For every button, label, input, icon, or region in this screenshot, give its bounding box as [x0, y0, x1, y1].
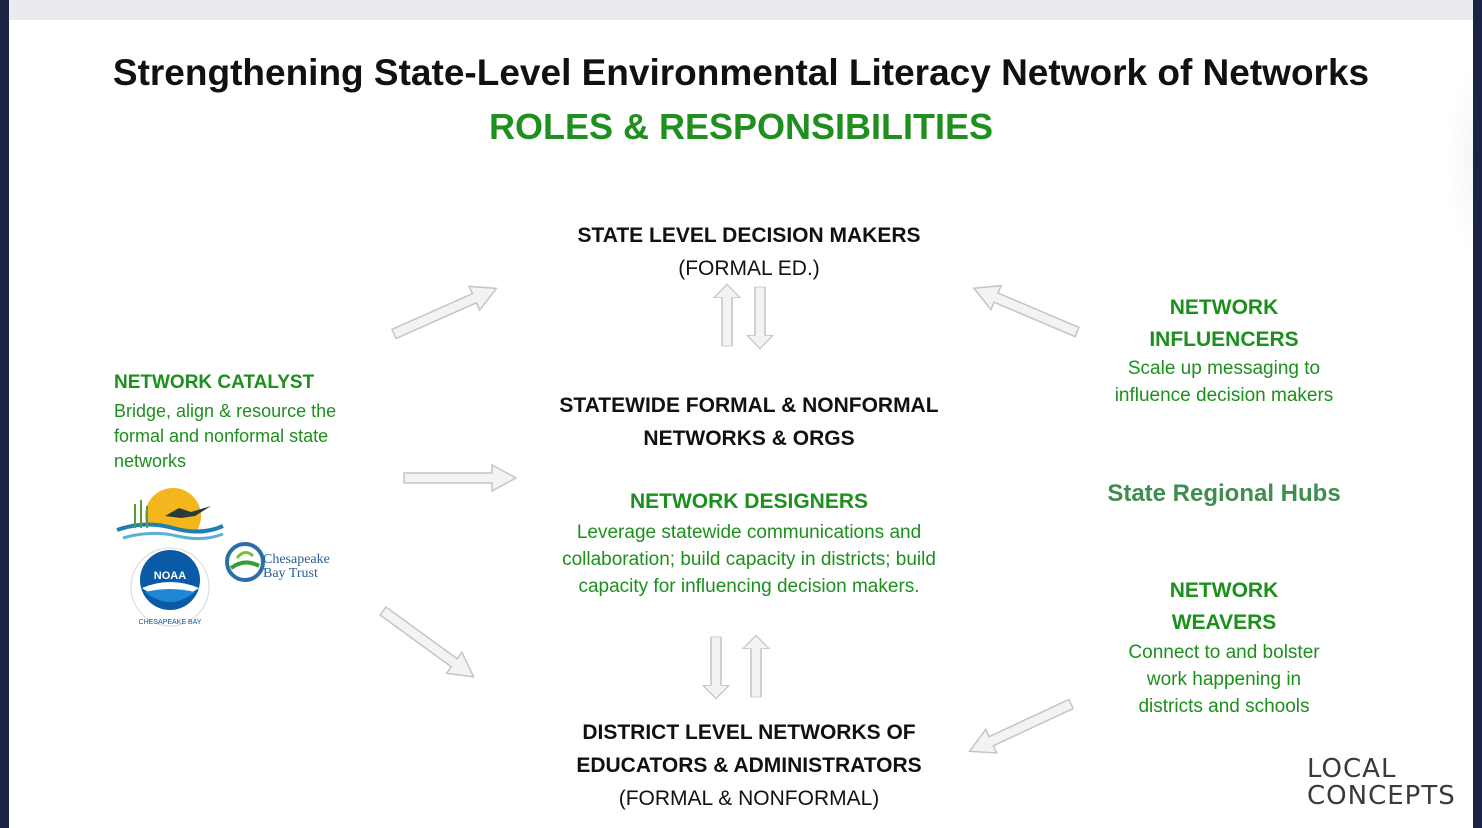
district-networks-line1: DISTRICT LEVEL NETWORKS OF — [582, 721, 916, 744]
network-designers-heading: NETWORK DESIGNERS — [629, 490, 868, 513]
page-title: Strengthening State-Level Environmental … — [112, 52, 1370, 93]
arrow-influencers-to-state — [968, 275, 1083, 345]
slide-frame: Strengthening State-Level Environmental … — [9, 0, 1473, 828]
network-influencers-line1: Scale up messaging to — [1127, 358, 1321, 379]
slide-canvas — [9, 20, 1473, 828]
partner-logo-sunrise — [115, 488, 225, 546]
network-weavers-line3: districts and schools — [1138, 696, 1310, 717]
district-networks-line2: EDUCATORS & ADMINISTRATORS — [576, 754, 922, 777]
network-weavers-heading1: NETWORK — [1169, 579, 1279, 602]
arrow-catalyst-to-district — [374, 599, 483, 689]
partner-logo-noaa: NOAA CHESAPEAKE BAY — [130, 547, 210, 627]
district-networks-line3: (FORMAL & NONFORMAL) — [618, 787, 880, 810]
arrow-district-to-statewide — [742, 634, 770, 698]
network-influencers-heading2: INFLUENCERS — [1149, 328, 1299, 351]
local-concepts-line1: LOCAL — [1307, 754, 1397, 784]
local-concepts-line2: CONCEPTS — [1307, 781, 1456, 811]
top-strip — [9, 0, 1473, 20]
state-regional-hubs-label: State Regional Hubs — [1107, 480, 1341, 507]
network-catalyst-line3: networks — [114, 451, 187, 471]
statewide-networks-line2: NETWORKS & ORGS — [643, 427, 855, 450]
cbt-logo-text-line2: Bay Trust — [263, 566, 318, 581]
page-subtitle: ROLES & RESPONSIBILITIES — [488, 106, 994, 147]
network-catalyst-heading: NETWORK CATALYST — [114, 372, 315, 393]
arrow-statewide-to-district — [702, 636, 730, 700]
statewide-networks-line1: STATEWIDE FORMAL & NONFORMAL — [559, 394, 939, 417]
network-designers-line3: capacity for influencing decision makers… — [578, 576, 920, 597]
network-catalyst-line2: formal and nonformal state — [114, 426, 329, 446]
network-influencers-line2: influence decision makers — [1114, 385, 1334, 406]
local-concepts-logo: LOCAL CONCEPTS — [1307, 754, 1456, 811]
network-designers-line2: collaboration; build capacity in distric… — [562, 549, 936, 570]
network-catalyst-line1: Bridge, align & resource the — [114, 401, 337, 421]
arrow-catalyst-to-state — [387, 275, 503, 347]
network-influencers-heading1: NETWORK — [1169, 296, 1279, 319]
arrow-statewide-to-state — [713, 283, 741, 347]
noaa-logo-text: NOAA — [154, 570, 186, 582]
noaa-ring-text: CHESAPEAKE BAY — [139, 619, 202, 626]
network-weavers-line2: work happening in — [1146, 669, 1302, 690]
state-decision-makers-sub: (FORMAL ED.) — [678, 257, 820, 280]
state-decision-makers-heading: STATE LEVEL DECISION MAKERS — [577, 224, 921, 247]
cbt-logo-text-line1: Chesapeake — [263, 552, 330, 567]
arrow-state-to-statewide — [746, 286, 774, 350]
network-designers-line1: Leverage statewide communications and — [576, 522, 922, 543]
partner-logo-cbt-mark — [225, 542, 265, 582]
network-weavers-heading2: WEAVERS — [1171, 611, 1277, 634]
network-weavers-line1: Connect to and bolster — [1128, 642, 1320, 663]
